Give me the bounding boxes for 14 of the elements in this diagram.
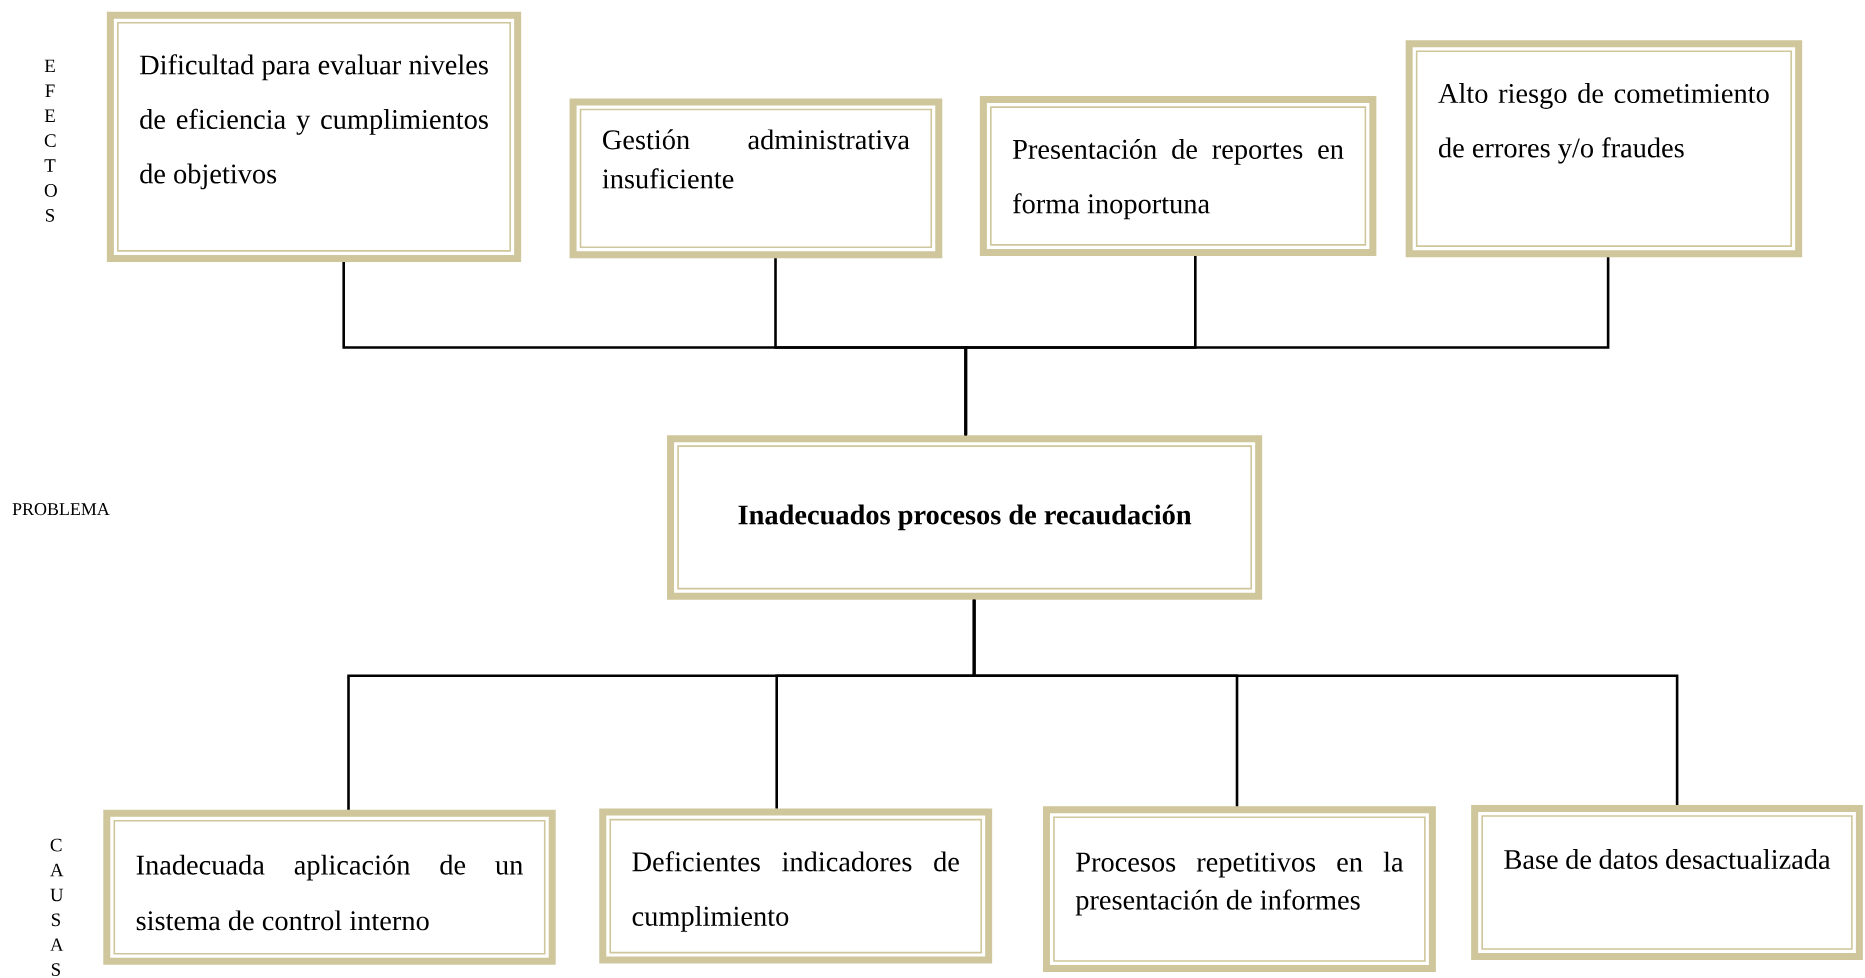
vertical-label: E F E C T O S	[44, 59, 57, 222]
row-label: PROBLEMA	[12, 503, 110, 516]
effect-box: Alto riesgo de cometimiento de errores y/o fraudes	[1405, 40, 1803, 258]
cause-box: Deficientes indicadores de cumplimiento	[599, 808, 993, 964]
effect-box: Gestión administrativa insuficiente	[569, 98, 943, 259]
effect-box: Presentación de reportes en forma inoportuna	[979, 96, 1377, 256]
connector-line	[972, 599, 1679, 805]
cause-box: Procesos repetitivos en la presentación de informes	[1042, 806, 1436, 972]
cause-box: Inadecuada aplicación de un sistema de control interno	[103, 809, 556, 965]
vertical-label: C A U S A S	[50, 838, 64, 976]
cause-box: Base de datos desactualizada	[1471, 805, 1863, 960]
connector-line	[964, 257, 1610, 436]
problem-box: Inadecuados procesos de recaudación	[667, 435, 1263, 600]
effect-box: Dificultad para evaluar niveles de eficiencia y cumplimientos de objetivos	[106, 11, 522, 262]
